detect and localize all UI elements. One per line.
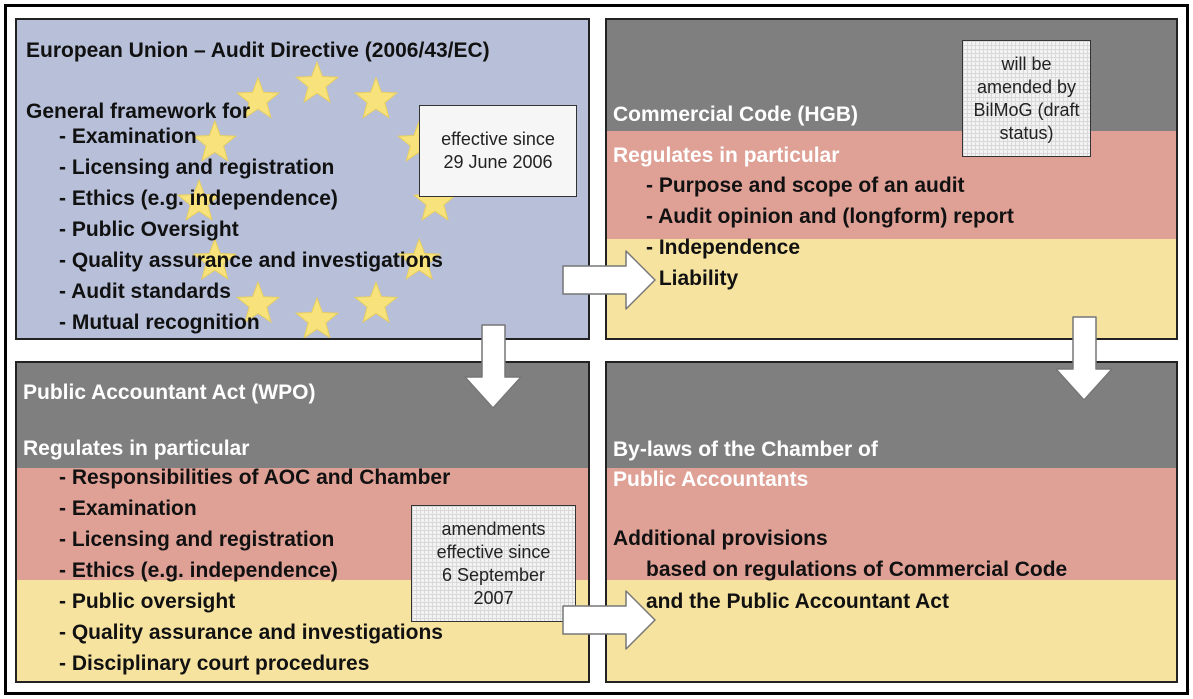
list-item: Public oversight	[59, 586, 450, 617]
wpo-amendments-note: amendments effective since 6 September 2…	[411, 505, 576, 622]
list-item: Purpose and scope of an audit	[646, 170, 1014, 201]
note-line: effective since	[441, 129, 555, 149]
note-line: will be	[1001, 53, 1052, 74]
public-accountant-act-box: Public Accountant Act (WPO) Regulates in…	[15, 361, 590, 683]
list-item: Independence	[646, 232, 1014, 263]
bylaws-subtitle: Additional provisions	[613, 527, 828, 550]
note-line: 29 June 2006	[443, 152, 553, 172]
commercial-code-box: Commercial Code (HGB) Regulates in parti…	[605, 18, 1178, 340]
list-item: Ethics (e.g. independence)	[59, 183, 443, 214]
arrow-down-icon	[464, 324, 522, 409]
wpo-box-title: Public Accountant Act (WPO)	[23, 381, 316, 404]
eu-box-subtitle: General framework for	[26, 100, 251, 123]
bylaws-title-line1: By-laws of the Chamber of	[613, 438, 878, 461]
list-item: Licensing and registration	[59, 152, 443, 183]
list-item: Responsibilities of AOC and Chamber	[59, 462, 450, 493]
list-item: Ethics (e.g. independence)	[59, 555, 450, 586]
bylaws-detail-line1: based on regulations of Commercial Code	[646, 558, 1068, 581]
wpo-box-subtitle: Regulates in particular	[23, 437, 250, 460]
list-item: Quality assurance and investigations	[59, 617, 450, 648]
note-line: amendments	[441, 518, 546, 539]
note-line: effective since	[436, 541, 551, 562]
eu-box-title: European Union – Audit Directive (2006/4…	[26, 39, 490, 62]
eu-audit-directive-box: European Union – Audit Directive (2006/4…	[15, 18, 590, 340]
eu-effective-note: effective since 29 June 2006	[419, 105, 577, 197]
note-line: status)	[999, 122, 1054, 143]
note-line: BilMoG (draft	[973, 99, 1080, 120]
list-item: Quality assurance and investigations	[59, 245, 443, 276]
list-item: Examination	[59, 121, 443, 152]
list-item: Examination	[59, 493, 450, 524]
list-item: Public Oversight	[59, 214, 443, 245]
eu-star-icon	[294, 60, 340, 103]
list-item: Audit standards	[59, 276, 443, 307]
note-line: 6 September	[441, 564, 546, 585]
note-line: 2007	[473, 587, 514, 608]
flag-band-red	[607, 468, 1176, 580]
hgb-amended-note: will be amended by BilMoG (draft status)	[962, 40, 1091, 157]
list-item: Mutual recognition	[59, 307, 443, 338]
hgb-box-list: Purpose and scope of an audit Audit opin…	[646, 170, 1014, 294]
flag-band-gold	[607, 580, 1176, 681]
list-item: Licensing and registration	[59, 524, 450, 555]
note-line: amended by	[976, 76, 1077, 97]
bylaws-title-line2: Public Accountants	[613, 468, 809, 491]
hgb-box-subtitle: Regulates in particular	[613, 144, 840, 167]
bylaws-detail-line2: and the Public Accountant Act	[646, 590, 949, 613]
arrow-right-icon	[562, 590, 656, 650]
list-item: Liability	[646, 263, 1014, 294]
eu-box-list: Examination Licensing and registration E…	[59, 121, 443, 338]
list-item: Audit opinion and (longform) report	[646, 201, 1014, 232]
hgb-box-title: Commercial Code (HGB)	[613, 103, 859, 126]
chamber-bylaws-box: By-laws of the Chamber of Public Account…	[605, 361, 1178, 683]
wpo-box-list: Responsibilities of AOC and Chamber Exam…	[59, 462, 450, 679]
list-item: Disciplinary court procedures	[59, 648, 450, 679]
outer-frame	[4, 4, 1189, 695]
arrow-right-icon	[562, 250, 656, 310]
eu-star-icon	[235, 76, 281, 119]
eu-star-icon	[353, 76, 399, 119]
arrow-down-icon	[1055, 316, 1113, 401]
